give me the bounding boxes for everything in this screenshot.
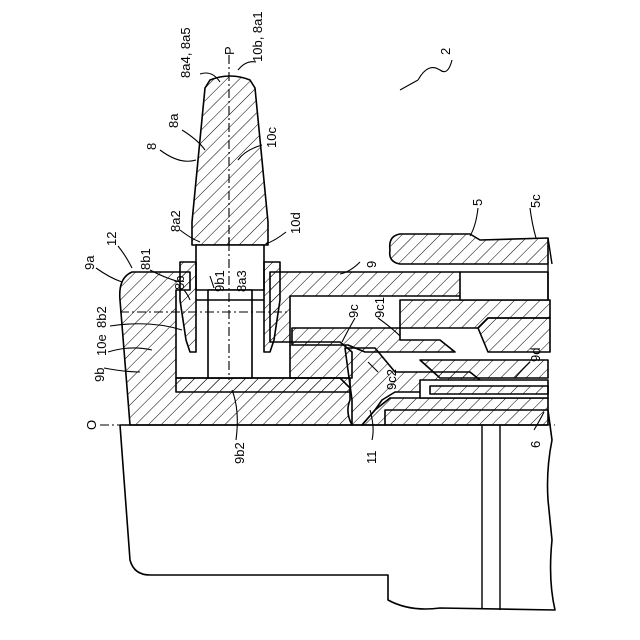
label-8: 8: [144, 143, 159, 150]
housing-outline: [120, 410, 555, 610]
label-8a3: 8a3: [234, 270, 249, 292]
part-9d-strip: [430, 386, 548, 394]
label-9: 9: [364, 261, 379, 268]
label-9b2: 9b2: [232, 442, 247, 464]
label-8b: 8b: [172, 276, 187, 290]
label-P: P: [222, 46, 237, 55]
leader-2: [418, 60, 452, 80]
leader-10d: [266, 232, 286, 244]
label-8b1: 8b1: [138, 248, 153, 270]
part-5-upper: [390, 234, 548, 264]
part-10e-bar: [176, 378, 350, 392]
label-11: 11: [364, 451, 379, 465]
label-8b2: 8b2: [94, 306, 109, 328]
label-O: O: [84, 420, 99, 430]
label-8a: 8a: [166, 113, 181, 128]
label-10d: 10d: [288, 212, 303, 234]
label-9c: 9c: [346, 304, 361, 318]
label-6: 6: [528, 441, 543, 448]
label-9d: 9d: [528, 348, 543, 362]
part-9b1-insert: [208, 290, 252, 378]
leader-8: [160, 150, 196, 161]
label-10e: 10e: [94, 334, 109, 356]
label-10b-8a1: 10b, 8a1: [250, 11, 265, 62]
label-5c: 5c: [528, 194, 543, 208]
part-9-step: [290, 342, 352, 378]
label-9a: 9a: [82, 255, 97, 270]
part-8b-left-wall: [180, 262, 196, 352]
label-2: 2: [438, 48, 453, 55]
label-8a2: 8a2: [168, 210, 183, 232]
housing-body: [120, 410, 555, 610]
part-9d-lower-plate: [362, 398, 548, 425]
label-5: 5: [470, 199, 485, 206]
label-9b1: 9b1: [212, 270, 227, 292]
label-9c2: 9c2: [384, 369, 399, 390]
part-5c-tab: [478, 318, 550, 352]
part-5-gap: [460, 272, 548, 300]
leader-12: [118, 246, 132, 268]
part-8a-cone: [192, 76, 268, 245]
leader-5: [470, 208, 478, 236]
leader-5c: [530, 208, 536, 238]
leader-9a: [96, 268, 122, 282]
part-8a3-cavity: [196, 245, 264, 290]
leader-2-arrow: [400, 80, 418, 90]
label-10c: 10c: [264, 127, 279, 148]
label-9c1: 9c1: [372, 297, 387, 318]
label-8a4-8a5: 8a4, 8a5: [178, 27, 193, 78]
label-12: 12: [104, 232, 119, 246]
label-9b: 9b: [92, 368, 107, 382]
